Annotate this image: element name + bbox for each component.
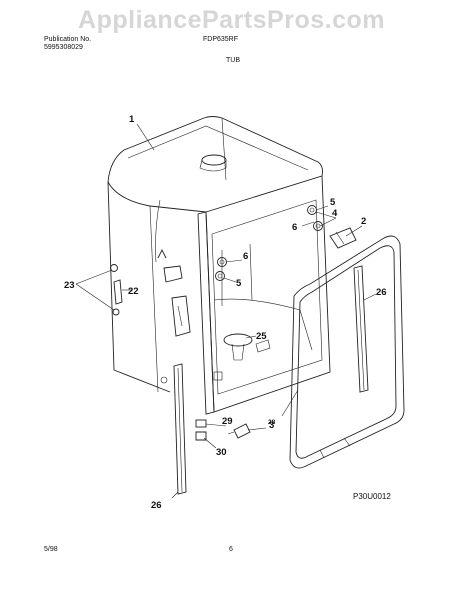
callout-5-top: 5 [330,197,336,208]
hinge-bracket-part [329,227,357,249]
figure-code: P30U0012 [353,492,391,501]
model-number: FDP635RF [203,36,239,43]
bottom-seal-strip [173,363,187,495]
callout-5-mid: 5 [236,278,242,289]
callout-6-top: 6 [292,222,297,233]
callout-3: 3 [269,420,274,431]
callout-22: 22 [128,286,139,297]
publication-label: Publication No. [44,36,92,43]
tub-part [107,116,331,415]
footer-date: 5/98 [44,546,58,553]
page-number: 6 [229,546,233,553]
callout-28: 28 [268,419,276,426]
left-side-parts [110,264,123,316]
leader-lines [75,123,377,499]
callout-26-bottom: 26 [151,500,162,511]
callout-26-right: 26 [376,287,387,298]
callout-6-mid: 6 [243,251,248,262]
callout-23: 23 [64,280,75,291]
publication-number: 5995308029 [44,44,83,51]
section-title: TUB [226,57,240,64]
callout-30: 30 [216,447,227,458]
callout-2: 2 [361,216,366,227]
callout-29: 29 [222,416,233,427]
callout-1: 1 [129,114,135,125]
callout-4: 4 [332,208,338,219]
fasteners [215,205,323,281]
right-seal-strip [353,265,369,393]
callout-25: 25 [256,331,267,342]
door-gasket-part [289,235,405,469]
watermark-logo: AppliancePartsPros.com [78,6,385,34]
